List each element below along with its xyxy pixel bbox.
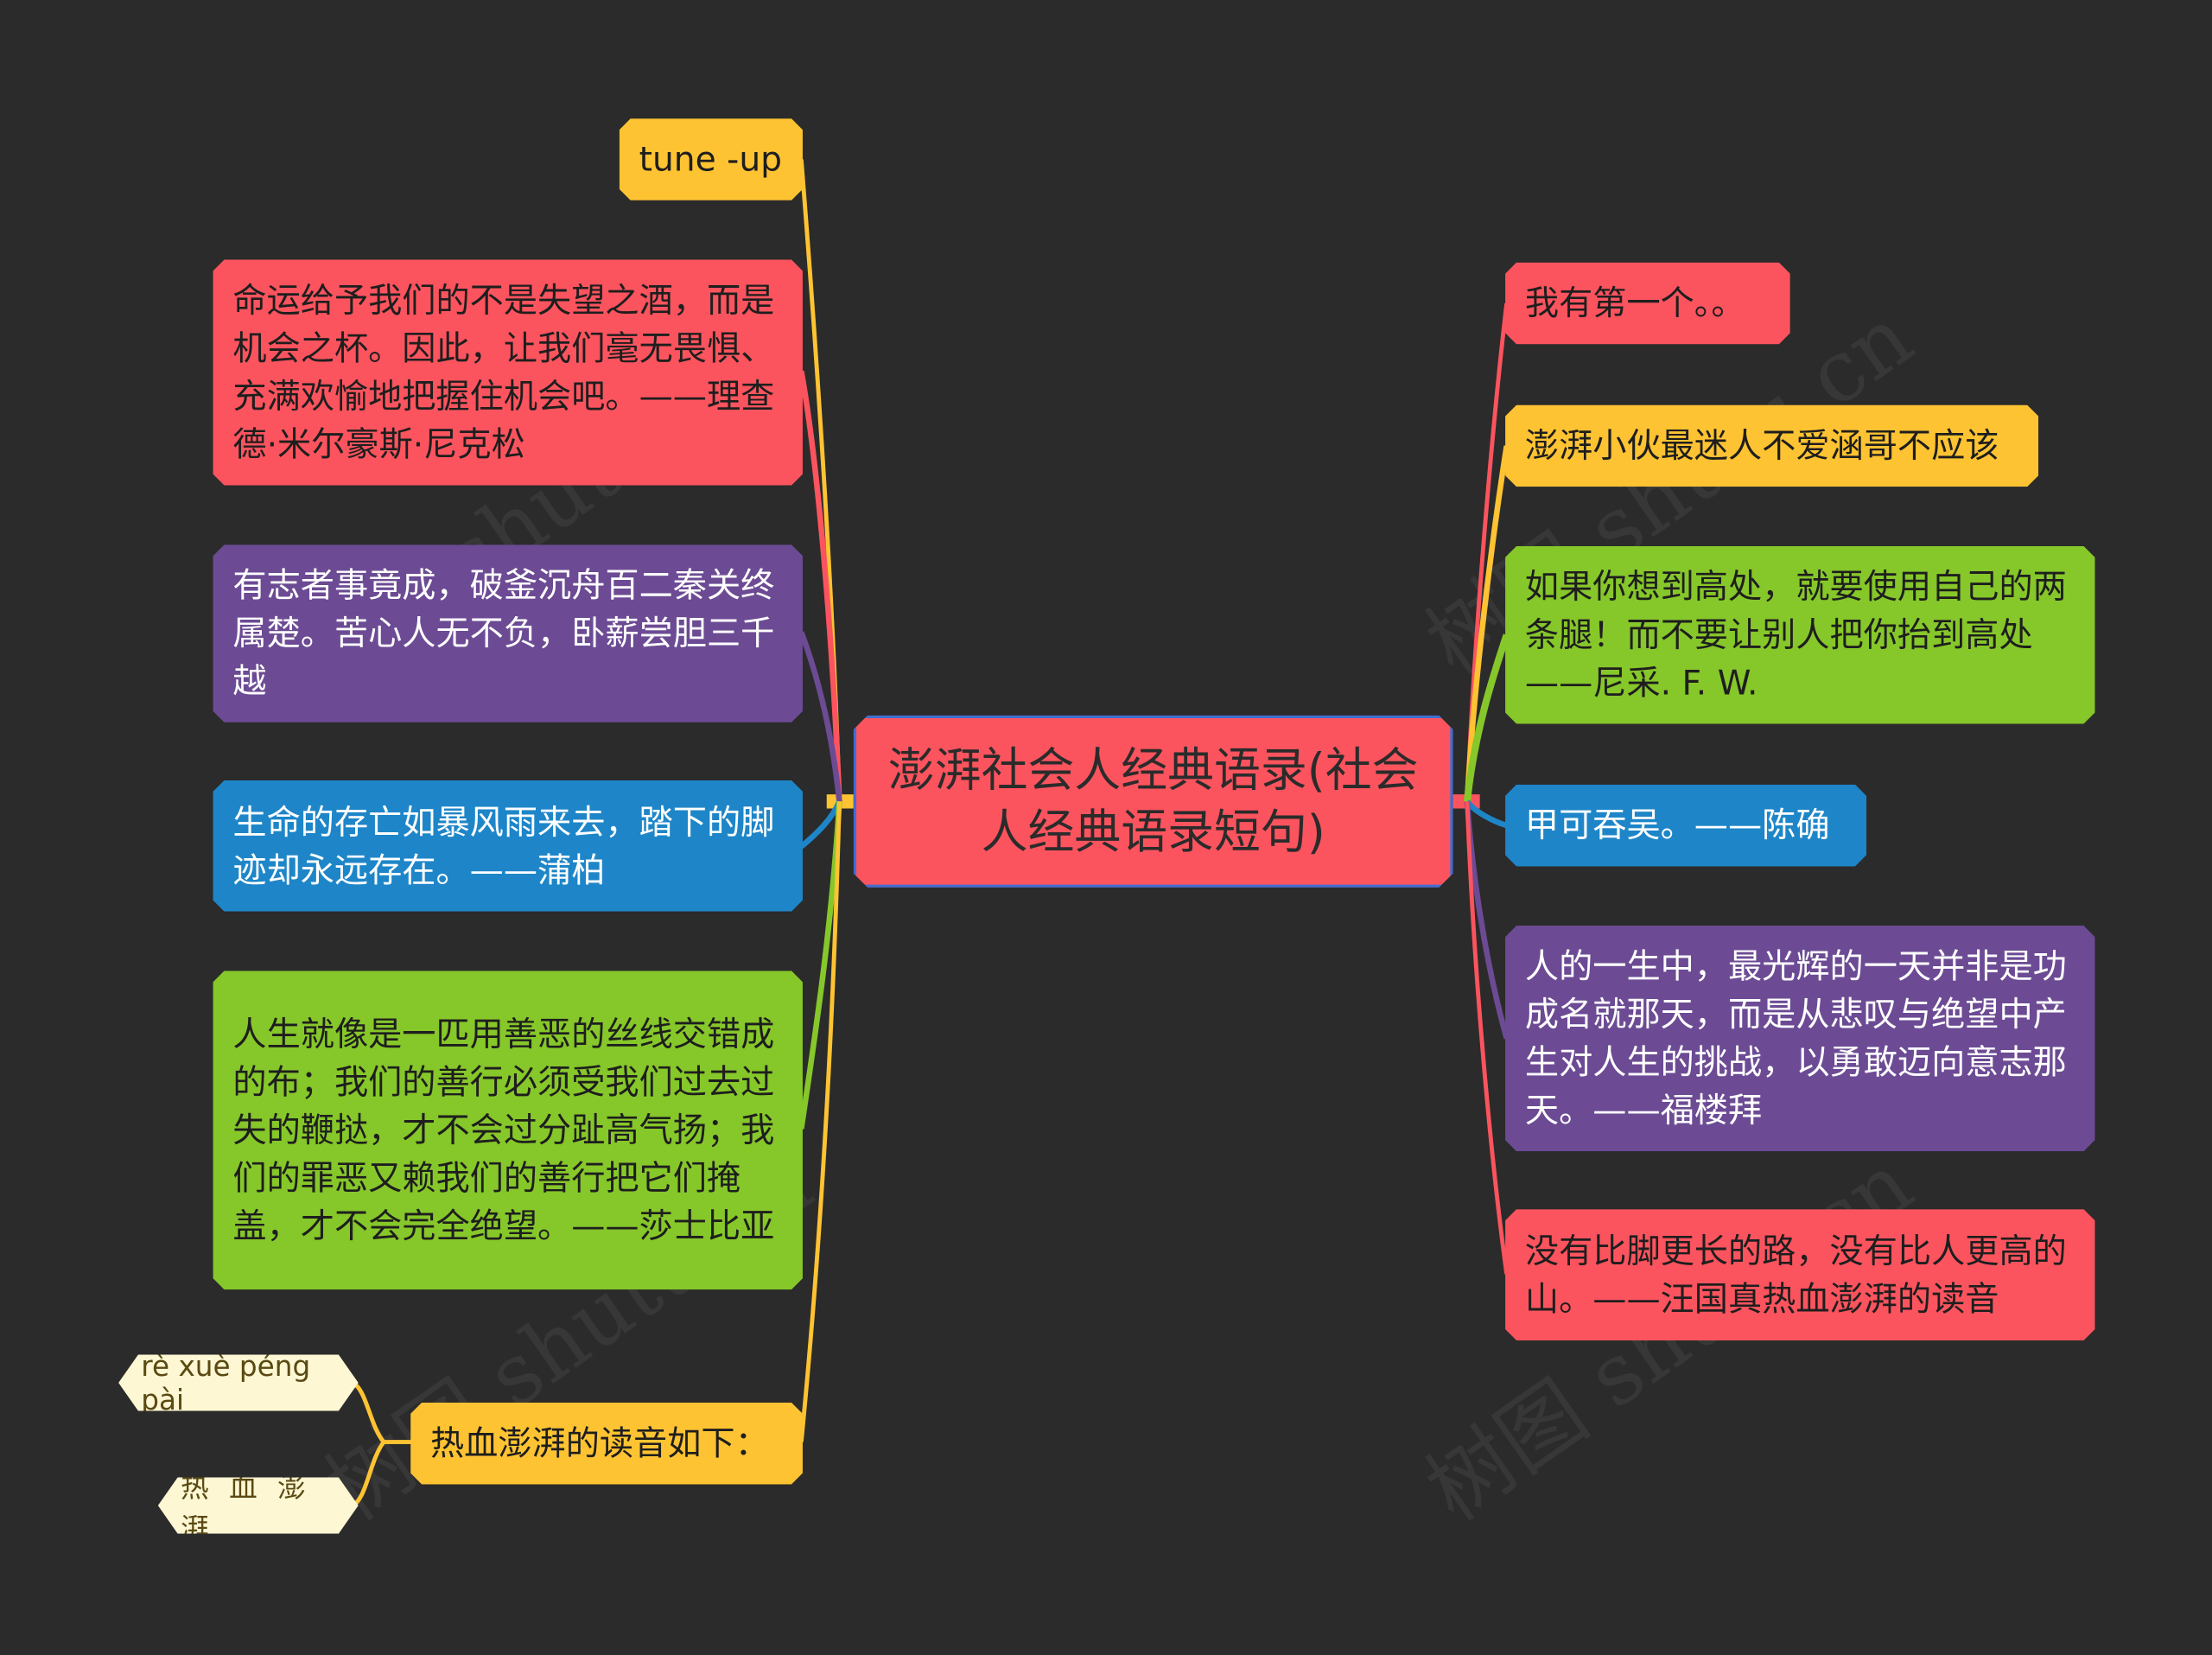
topic-pope-quote[interactable]: 生命的存亡如暴风雨来去，踏下的脚迹却永远存在。——蒲柏	[213, 780, 803, 912]
topic-nixon-quote[interactable]: 命运给予我们的不是失望之酒，而是机会之杯。因此，让我们毫无畏惧、充满欢愉地把握住…	[213, 259, 803, 485]
leaf-text: rè xuè péng pài	[141, 1348, 311, 1417]
link-sub-leaves	[351, 1380, 412, 1508]
topic-pronunciation[interactable]: 热血澎湃的读音如下：	[410, 1403, 803, 1485]
topic-text: 甲可吞吴。——陈确	[1524, 805, 1830, 845]
topic-text: 如果你想到高处，就要使用自己的两条腿！而不要让别人把你抬到高处——尼采. F. …	[1524, 567, 2067, 703]
topic-hanqe[interactable]: 澎湃小伙最迷人不爱涵哥不应该	[1505, 405, 2038, 487]
link-left-4	[799, 800, 842, 850]
topic-text: 生命的存亡如暴风雨来去，踏下的脚迹却永远存在。——蒲柏	[232, 802, 775, 890]
topic-wang-guozhen-quote[interactable]: 没有比脚更长的路，没有比人更高的山。——汪国真热血澎湃的读音	[1505, 1209, 2094, 1340]
topic-chenque-quote[interactable]: 甲可吞吴。——陈确	[1505, 785, 1866, 867]
topic-shakespeare-quote[interactable]: 人生就像是一匹用善恶的丝线交错成的布；我们的善行必须受我们过去过失的鞭挞，才不会…	[213, 971, 803, 1289]
topic-text: 有志者事竟成，破釜沉舟百二秦关终属楚。苦心人无不负，卧薪尝胆三千越	[232, 565, 775, 702]
topic-text: 人生就像是一匹用善恶的丝线交错成的布；我们的善行必须受我们过去过失的鞭挞，才不会…	[232, 1014, 775, 1246]
topic-perseverance-quote[interactable]: 有志者事竟成，破釜沉舟百二秦关终属楚。苦心人无不负，卧薪尝胆三千越	[213, 544, 803, 722]
topic-first-one[interactable]: 我有第一个。。	[1505, 263, 1790, 345]
left-trunk-stub	[826, 794, 854, 809]
leaf-pinyin[interactable]: rè xuè péng pài	[118, 1354, 359, 1410]
link-right-6	[1465, 801, 1510, 1275]
topic-text: 命运给予我们的不是失望之酒，而是机会之杯。因此，让我们毫无畏惧、充满欢愉地把握住…	[232, 280, 775, 465]
link-left-3	[798, 631, 842, 802]
link-left-6	[798, 801, 842, 1442]
link-right-4	[1465, 799, 1508, 829]
topic-text: 我有第一个。。	[1524, 283, 1745, 323]
link-right-2	[1464, 445, 1510, 802]
topic-flaubert-quote[interactable]: 人的一生中，最光辉的一天并非是功成名就那天，而是从悲叹与绝望中产生对人生的挑战，…	[1505, 926, 2094, 1151]
topic-nietzsche-quote[interactable]: 如果你想到高处，就要使用自己的两条腿！而不要让别人把你抬到高处——尼采. F. …	[1505, 546, 2094, 724]
link-right-3	[1463, 633, 1510, 802]
leaf-hanzi[interactable]: 热 血 澎 湃	[158, 1477, 359, 1533]
topic-tune-up[interactable]: tune -up	[620, 118, 803, 201]
topic-text: tune -up	[639, 139, 783, 180]
topic-text: 澎湃小伙最迷人不爱涵哥不应该	[1524, 426, 1999, 466]
topic-text: 人的一生中，最光辉的一天并非是功成名就那天，而是从悲叹与绝望中产生对人生的挑战，…	[1524, 946, 2067, 1130]
link-left-2	[798, 370, 842, 802]
topic-text: 没有比脚更长的路，没有比人更高的山。——汪国真热血澎湃的读音	[1524, 1231, 2067, 1319]
root-topic[interactable]: 澎湃社会人经典语录(社会人经典语录短句)	[854, 716, 1453, 888]
root-title: 澎湃社会人经典语录(社会人经典语录短句)	[887, 742, 1419, 860]
topic-text: 热血澎湃的读音如下：	[429, 1423, 769, 1464]
